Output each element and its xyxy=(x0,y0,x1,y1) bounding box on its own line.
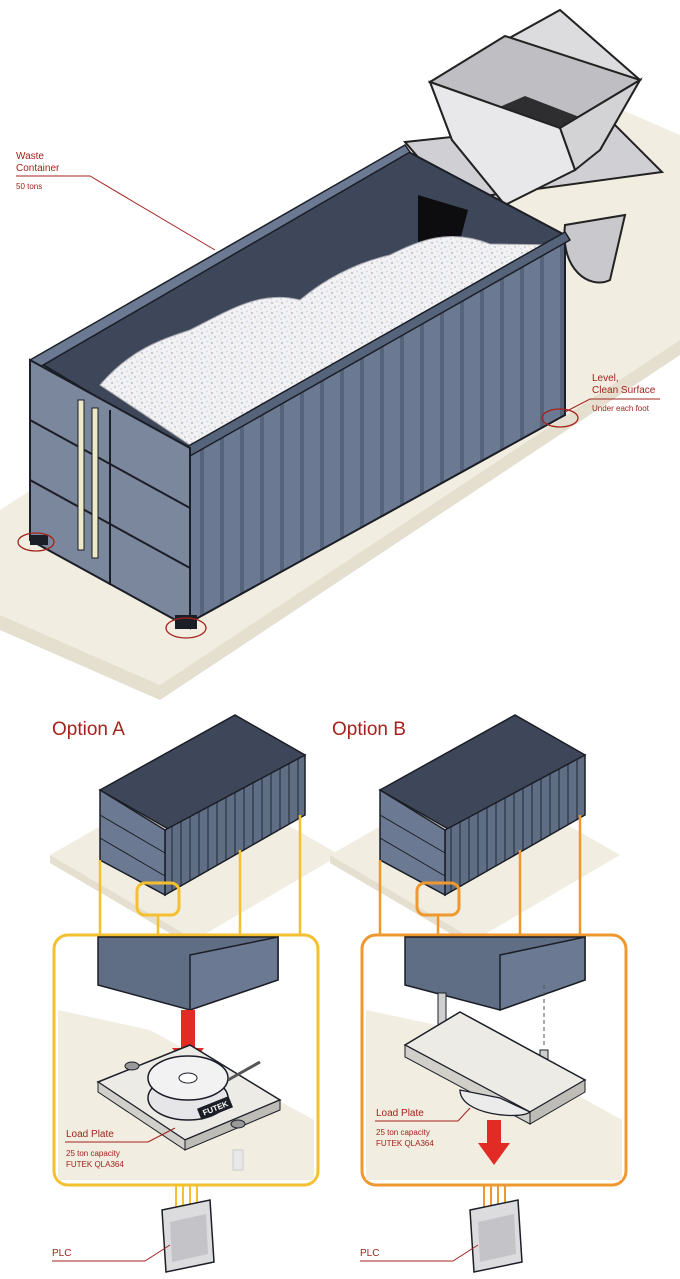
option-a-plc-label: PLC xyxy=(52,1248,72,1259)
main-waste-container xyxy=(28,144,572,630)
option-a-diagram: FUTEK xyxy=(50,714,340,1273)
load-arrow-shaft xyxy=(181,1010,195,1050)
surface-title-line1: Level, xyxy=(592,373,619,384)
load-arrow-shaft-b xyxy=(487,1120,501,1145)
waste-rubble xyxy=(99,235,562,446)
foot-marker xyxy=(541,408,579,428)
floor-slab-edge-right xyxy=(160,340,680,700)
waste-container-weight: 50 tons xyxy=(16,182,43,191)
hopper xyxy=(402,8,665,284)
waste-container-title-line2: Container xyxy=(16,162,60,174)
option-b-diagram xyxy=(330,714,628,1273)
surface-note: Under each foot xyxy=(592,404,649,413)
top-scene xyxy=(0,8,680,700)
option-b-title: Option B xyxy=(332,719,406,740)
waste-container-label: Waste Container xyxy=(16,151,59,174)
surface-title-line2: Clean Surface xyxy=(592,384,656,396)
floor-slab-edge xyxy=(0,615,160,700)
option-b-plc-label: PLC xyxy=(360,1248,380,1259)
load-arrow-head-b xyxy=(478,1143,510,1165)
foot-marker xyxy=(17,532,55,552)
surface-leader xyxy=(564,398,660,413)
option-a-load-plate-capacity: 25 ton capacity xyxy=(66,1149,120,1158)
option-b-load-plate-model: FUTEK QLA364 xyxy=(376,1139,434,1148)
option-a-title: Option A xyxy=(52,719,125,740)
plc-leader xyxy=(52,1244,171,1262)
plc-leader xyxy=(360,1244,479,1262)
waste-container-title-line1: Waste xyxy=(16,151,44,162)
waste-container-leader xyxy=(16,175,216,251)
option-a-load-plate-model: FUTEK QLA364 xyxy=(66,1160,124,1169)
option-b-load-plate-capacity: 25 ton capacity xyxy=(376,1128,430,1137)
futek-badge xyxy=(196,1096,234,1120)
surface-label: Level, Clean Surface xyxy=(592,373,655,396)
option-a-load-plate-title: Load Plate xyxy=(66,1129,114,1140)
foot-marker xyxy=(165,617,207,639)
option-b-load-plate-title: Load Plate xyxy=(376,1108,424,1119)
